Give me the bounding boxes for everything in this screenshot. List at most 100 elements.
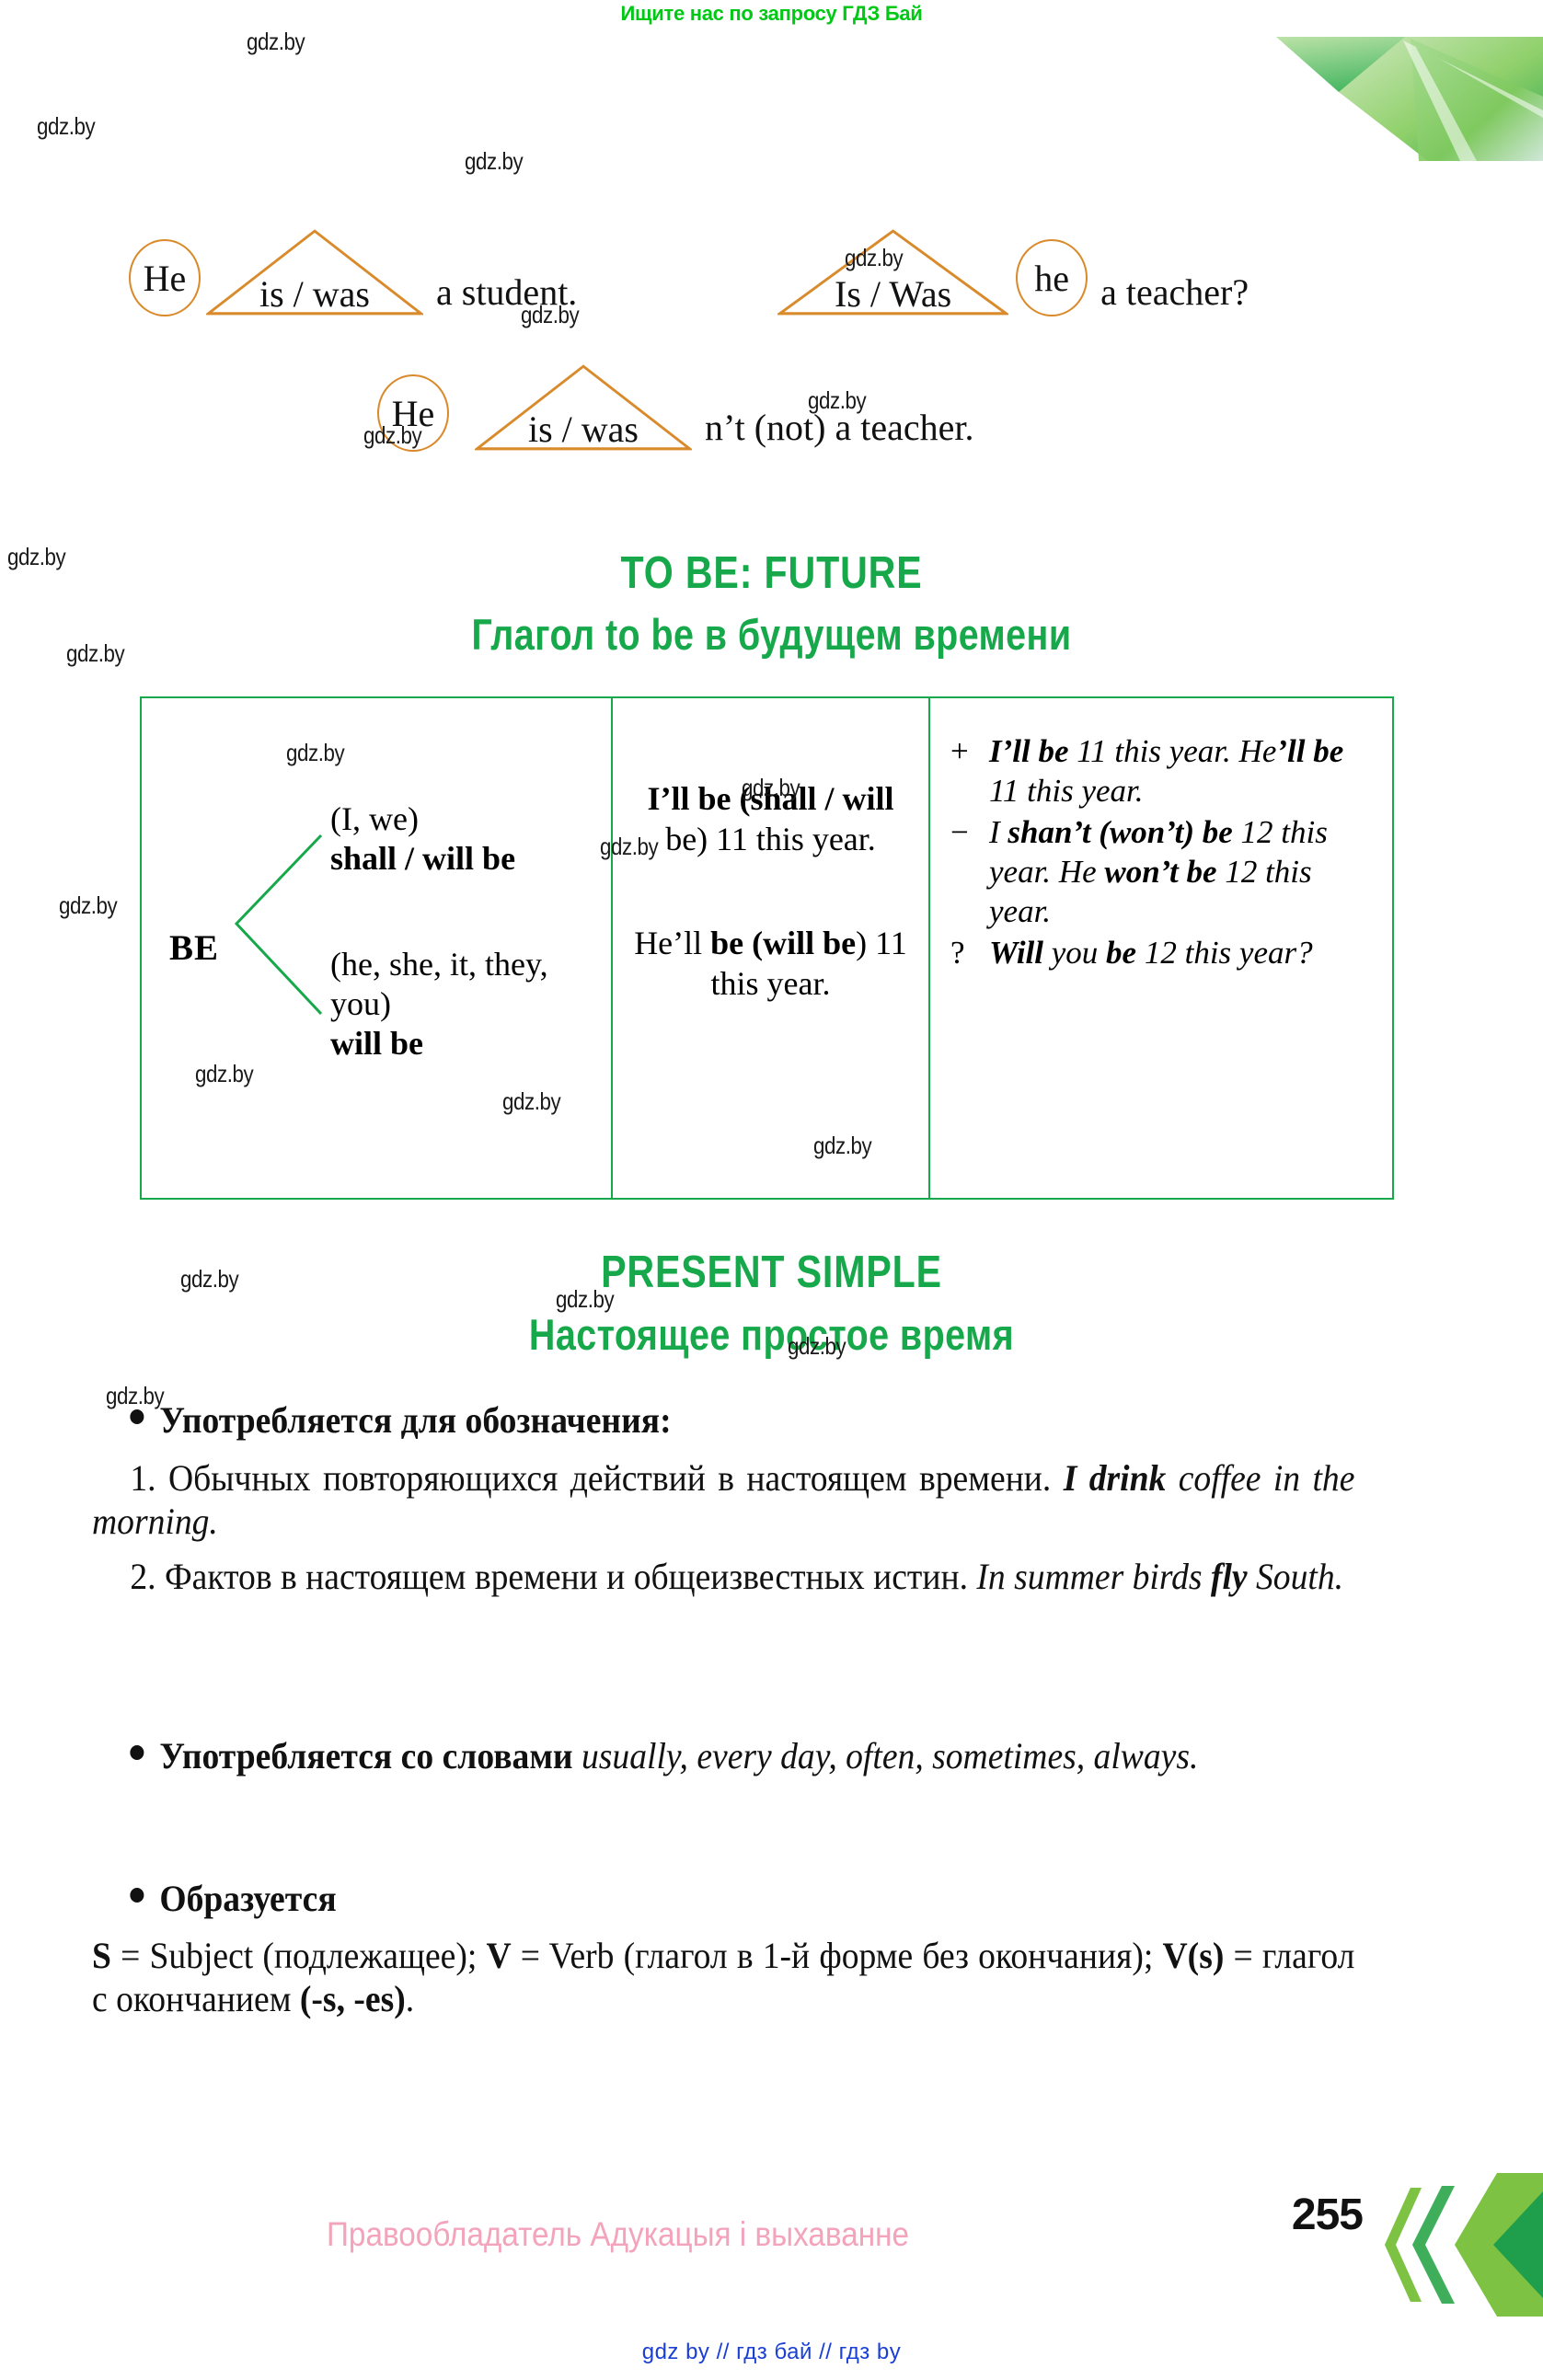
form-text-negative: I shan’t (won’t) be 12 this year. He won… [989, 814, 1328, 930]
example-plain-b: He’ll [634, 925, 711, 961]
diagram-subject-ellipse: He [377, 374, 449, 452]
form-row-affirmative: + I’ll be 11 this year. He’ll be 11 this… [950, 731, 1379, 811]
item-2-example-post: South. [1247, 1556, 1344, 1597]
diagram-negative: He is / was n’t (not) a teacher. [377, 363, 973, 452]
formula-s: S [92, 1935, 111, 1976]
formula-verb: = Verb (глагол в 1-й форме без окончания… [511, 1935, 1163, 1976]
usage-bullet-2: Употребляется со словами usually, every … [92, 1734, 1354, 1777]
form-sign-minus: − [950, 814, 969, 851]
formula-vs: V(s) [1162, 1935, 1225, 1976]
example-bold-c: be (will be [710, 925, 857, 961]
triangle-shape-icon [206, 229, 423, 316]
bottom-links: gdz by // гдз бай // гдз by [641, 2340, 902, 2364]
future-forms-table: BE (I, we) shall / will be (he, she, it,… [140, 696, 1394, 1200]
form-row-question: ? Will you be 12 this year? [950, 933, 1379, 972]
be-branch-pronouns: (I, we) [330, 800, 419, 837]
form-row-negative: − I shan’t (won’t) be 12 this year. He w… [950, 812, 1379, 931]
top-banner-text: Ищите нас по запросу ГДЗ Бай [620, 2, 923, 25]
watermark-label: gdz.by [37, 112, 96, 140]
item-1-example-bold: I drink [1063, 1457, 1167, 1499]
formula-subject: = Subject (подлежащее); [110, 1935, 487, 1976]
diagram-verb-triangle: Is / Was [777, 228, 1009, 316]
diagram-verb-label: is / was [528, 408, 639, 450]
diagram-rest-label: a student. [436, 271, 578, 313]
formula-block: S = Subject (подлежащее); V = Verb (глаг… [92, 1934, 1354, 2020]
bullet-dot-icon [130, 1745, 144, 1761]
watermark-label: gdz.by [59, 891, 118, 919]
be-branch-form-text: shall / will be [330, 840, 516, 878]
ellipse-shape-icon [129, 239, 201, 316]
diagram-rest-label: n’t (not) a teacher. [705, 407, 974, 448]
ellipse-shape-icon [1016, 239, 1088, 316]
branch-bracket-icon [234, 834, 323, 1016]
bullet-2-label: Употребляется со словами [159, 1735, 573, 1776]
example-bold-a: I’ll be (shall / [647, 780, 835, 817]
diagram-verb-triangle: is / was [475, 363, 692, 452]
triangle-shape-icon [475, 364, 692, 451]
usage-item-2: 2. Фактов в настоящем времени и общеизве… [92, 1555, 1354, 1598]
formula-v: V [486, 1935, 512, 1976]
form-sign-plus: + [950, 733, 969, 769]
diagram-subject-ellipse: He [129, 239, 201, 316]
watermark-label: gdz.by [465, 147, 524, 175]
bullet-dot-icon [130, 1409, 144, 1425]
example-sentence-second: He’ll be (will be) 11 this year. [629, 924, 912, 1005]
diagram-subject-label: he [1034, 257, 1070, 299]
usage-bullet-3: Образуется [92, 1877, 1354, 1920]
table-cell-be-branches: BE (I, we) shall / will be (he, she, it,… [142, 698, 613, 1198]
formula-endings: (-s, -es) [299, 1978, 406, 2020]
present-simple-title-ru: Настоящее простое время [528, 1310, 1015, 1359]
future-title-en: TO BE: FUTURE [620, 548, 923, 598]
diagram-question: Is / Was he a teacher? [777, 228, 1249, 316]
chevron-left-decoration-icon [1385, 2173, 1543, 2317]
bullet-1-colon: : [660, 1399, 672, 1441]
page-number: 255 [1291, 2190, 1364, 2239]
table-cell-forms: + I’ll be 11 this year. He’ll be 11 this… [930, 698, 1392, 1198]
diagram-verb-label: Is / Was [835, 273, 952, 315]
example-sentence-first: I’ll be (shall / will be) 11 this year. [629, 779, 912, 860]
be-branch-form: shall / will be [330, 839, 515, 879]
be-branch-form: will be [330, 1024, 560, 1064]
diagram-subject-label: He [143, 257, 187, 299]
item-1-number: 1. [130, 1457, 156, 1499]
diagram-verb-label: is / was [259, 273, 370, 315]
item-2-example-bold: fly [1210, 1556, 1248, 1597]
form-text-question: Will you be 12 this year? [989, 935, 1313, 972]
be-branch-pronouns: (he, she, it, they, you) [330, 945, 560, 1024]
triangle-shape-icon [777, 229, 1009, 316]
bullet-dot-icon [130, 1888, 144, 1903]
bullet-1-label: Употребляется для обозначения [159, 1399, 661, 1441]
watermark-label: gdz.by [247, 28, 305, 55]
item-2-number: 2. [130, 1556, 156, 1597]
example-plain-c: ) 11 this year. [710, 925, 907, 1002]
diagram-affirmative: He is / was a student. [129, 228, 577, 316]
copyright-notice: Правообладатель Адукацыя i выхаванне [327, 2215, 910, 2253]
watermark-label: gdz.by [66, 639, 125, 667]
watermark-label: gdz.by [7, 543, 66, 570]
item-2-example-pre: In summer birds [976, 1556, 1211, 1597]
be-branch-form-text: will be [330, 1025, 424, 1063]
formula-ending-text: = глагол с окончанием [92, 1935, 1355, 2020]
be-label: BE [169, 928, 220, 968]
formula-period: . [405, 1978, 415, 2020]
example-bold-b: will [842, 780, 894, 817]
usage-bullet-1: Употребляется для обозначения: [92, 1398, 1354, 1442]
table-cell-examples: I’ll be (shall / will be) 11 this year. … [613, 698, 930, 1198]
item-1-text: Обычных повторяющихся действий в настоящ… [167, 1457, 1052, 1499]
diagram-verb-triangle: is / was [206, 228, 423, 316]
diagram-subject-label: He [391, 392, 435, 434]
diagram-subject-ellipse: he [1016, 239, 1088, 316]
forms-list: + I’ll be 11 this year. He’ll be 11 this… [950, 731, 1379, 974]
diagram-rest-label: a teacher? [1100, 271, 1249, 313]
bullet-2-words: usually, every day, often, sometimes, al… [581, 1735, 1199, 1776]
be-branch-second: (he, she, it, they, you) will be [330, 945, 560, 1064]
item-1-example-rest: coffee in the morning. [92, 1457, 1355, 1543]
bullet-3-label: Образуется [159, 1878, 337, 1919]
form-text-affirmative: I’ll be 11 this year. He’ll be 11 this y… [989, 733, 1344, 810]
form-sign-question: ? [950, 935, 965, 972]
present-simple-title-en: PRESENT SIMPLE [601, 1247, 942, 1297]
usage-item-1: 1. Обычных повторяющихся действий в наст… [92, 1456, 1354, 1543]
be-branch-first: (I, we) shall / will be [330, 799, 515, 879]
bullet-line-1: Употребляется для обозначения: [92, 1398, 1354, 1442]
